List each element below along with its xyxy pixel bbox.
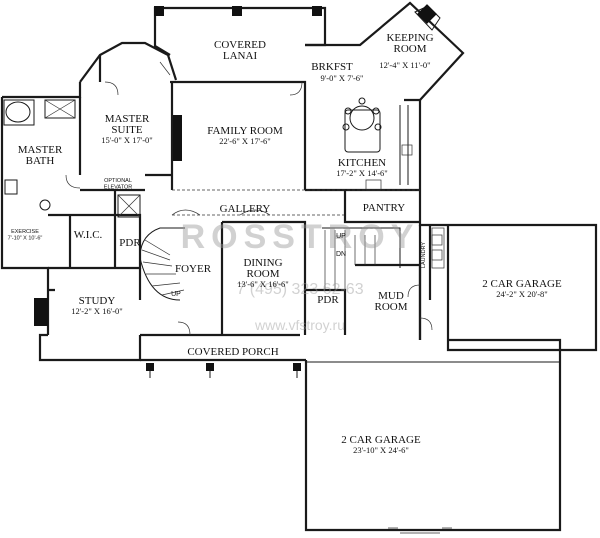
room-dims-family-room: 22'-6" X 17'-6"	[219, 136, 271, 146]
room-name-pantry: PANTRY	[363, 202, 405, 214]
room-name-dining-room: DINING	[243, 257, 282, 269]
room-dims-keeping-room: 12'-4" X 11'-0"	[379, 60, 430, 70]
room-dims-brkfst: 9'-0" X 7'-6"	[320, 73, 363, 83]
room-name-keeping-room: KEEPING	[386, 32, 433, 44]
room-foyer: FOYER	[175, 263, 212, 275]
family-fireplace-icon	[173, 115, 182, 161]
room-name-family-room: FAMILY ROOM	[207, 125, 283, 137]
room-gallery: GALLERY	[220, 203, 271, 215]
bathtub-icon	[5, 101, 31, 123]
room-dims-master-suite: 15'-0" X 17'-0"	[101, 135, 153, 145]
study-fireplace-icon	[34, 298, 48, 326]
fixtures	[3, 61, 452, 534]
room-wic: W.I.C.	[74, 229, 103, 241]
room-name-study: STUDY	[79, 295, 116, 307]
room-covered-porch: COVERED PORCH	[187, 346, 278, 358]
watermark-phone: 7 (495) 323 62-63	[236, 281, 363, 298]
room-name-foyer: FOYER	[175, 263, 212, 275]
room-name-covered-porch: COVERED PORCH	[187, 346, 278, 358]
watermark-site: www.vfstroy.ru	[254, 317, 345, 333]
watermark: ROSSTROY 7 (495) 323 62-63 www.vfstroy.r…	[181, 218, 420, 333]
kitchen-island-icon	[344, 109, 381, 153]
room-name-master-bath: MASTER	[18, 144, 63, 156]
room-name-master-suite: SUITE	[111, 124, 142, 136]
room-name-covered-lanai: COVERED	[214, 39, 266, 51]
room-name-laundry: LAUNDRY	[421, 242, 427, 269]
room-name-pdr-right: PDR	[317, 294, 339, 306]
room-name-pdr-left: PDR	[119, 237, 141, 249]
room-dims-garage-bottom: 23'-10" X 24'-6"	[353, 445, 409, 455]
room-dims-study: 12'-2" X 16'-0"	[71, 306, 123, 316]
stair-up-main: UP	[171, 291, 181, 298]
room-name-mud-room: MUD	[378, 290, 404, 302]
room-name-brkfst: BRKFST	[311, 61, 353, 73]
room-name-gallery: GALLERY	[220, 203, 271, 215]
watermark-brand: ROSSTROY	[181, 218, 420, 256]
main-stair-icon	[139, 227, 185, 259]
room-name-exercise: EXERCISE	[11, 229, 39, 235]
room-name-wic: W.I.C.	[74, 229, 103, 241]
room-dims-dining-room: 13'-6" X 16'-6"	[237, 279, 289, 289]
room-name-mud-room: ROOM	[374, 301, 407, 313]
breakfast-table-icon	[349, 105, 375, 131]
room-name-covered-lanai: LANAI	[223, 50, 258, 62]
room-dims-exercise: 7'-10" X 10'-6"	[8, 236, 43, 242]
room-name-master-bath: BATH	[26, 155, 55, 167]
room-name-master-suite: MASTER	[105, 113, 150, 125]
room-pantry: PANTRY	[363, 202, 405, 214]
room-name-garage-right: 2 CAR GARAGE	[482, 278, 562, 290]
room-dims-garage-right: 24'-2" X 20'-8"	[496, 289, 548, 299]
stair-up-back: UP	[336, 233, 346, 240]
room-dims-kitchen: 17'-2" X 14'-6"	[336, 168, 388, 178]
room-name-kitchen: KITCHEN	[338, 157, 386, 169]
room-name-garage-bottom: 2 CAR GARAGE	[341, 434, 421, 446]
room-pdr-right: PDR	[317, 294, 339, 306]
room-name-optional-elevator: OPTIONAL	[104, 178, 132, 184]
stair-dn-back: DN	[336, 251, 346, 258]
room-name-keeping-room: ROOM	[393, 43, 426, 55]
room-name-optional-elevator: ELEVATOR	[104, 185, 132, 191]
room-laundry: LAUNDRY	[421, 242, 427, 269]
room-pdr-left: PDR	[119, 237, 141, 249]
room-name-dining-room: ROOM	[246, 268, 279, 280]
